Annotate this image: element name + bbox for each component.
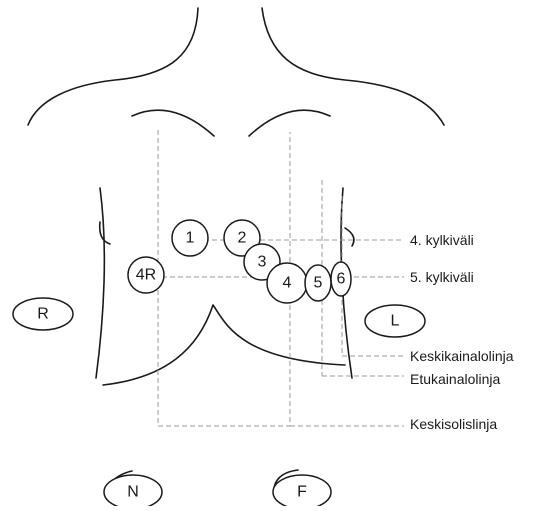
limb-lead-left-leg: F xyxy=(273,475,331,506)
limb-lead-left-leg-label: F xyxy=(297,484,307,501)
electrode-v2-label: 2 xyxy=(238,230,247,247)
limb-lead-left-arm: L xyxy=(365,305,425,337)
left-armpit xyxy=(345,228,354,246)
electrode-v5-label: 5 xyxy=(314,275,323,292)
mid-clavicular-label: Keskisolislinja xyxy=(410,416,497,432)
limb-lead-left-arm-label: L xyxy=(391,313,400,330)
anterior-axillary-label: Etukainalolinja xyxy=(410,371,500,387)
electrode-v1-label: 1 xyxy=(186,230,195,247)
electrode-v4r: 4R xyxy=(128,257,164,293)
electrode-v6: 6 xyxy=(331,262,351,296)
electrode-v5: 5 xyxy=(305,265,331,301)
fifth-intercostal-label: 5. kylkiväli xyxy=(410,269,474,285)
electrode-v4r-label: 4R xyxy=(136,267,156,284)
limb-lead-right-arm: R xyxy=(13,298,73,330)
rib-cage-lower-edge xyxy=(103,305,345,385)
limb-lead-right-leg-label: N xyxy=(127,484,139,501)
right-torso-edge xyxy=(96,188,104,378)
right-clavicle xyxy=(132,110,214,136)
limb-lead-right-arm-label: R xyxy=(37,306,49,323)
precordial-electrodes: 1 2 3 4 5 6 4R xyxy=(128,220,351,303)
limb-leads: R L N F xyxy=(13,298,425,506)
right-armpit xyxy=(100,222,110,244)
limb-lead-right-leg: N xyxy=(104,475,162,506)
landmark-labels: 4. kylkiväli 5. kylkiväli Keskikainaloli… xyxy=(410,232,514,432)
electrode-v1: 1 xyxy=(172,220,208,256)
right-side-outline xyxy=(262,8,444,125)
fourth-intercostal-label: 4. kylkiväli xyxy=(410,232,474,248)
electrode-v3-label: 3 xyxy=(258,254,267,271)
electrode-v4-label: 4 xyxy=(283,275,292,292)
electrode-v4: 4 xyxy=(267,263,307,303)
mid-axillary-label: Keskikainalolinja xyxy=(410,348,514,364)
left-side-outline xyxy=(28,8,198,125)
electrode-v6-label: 6 xyxy=(337,271,346,288)
